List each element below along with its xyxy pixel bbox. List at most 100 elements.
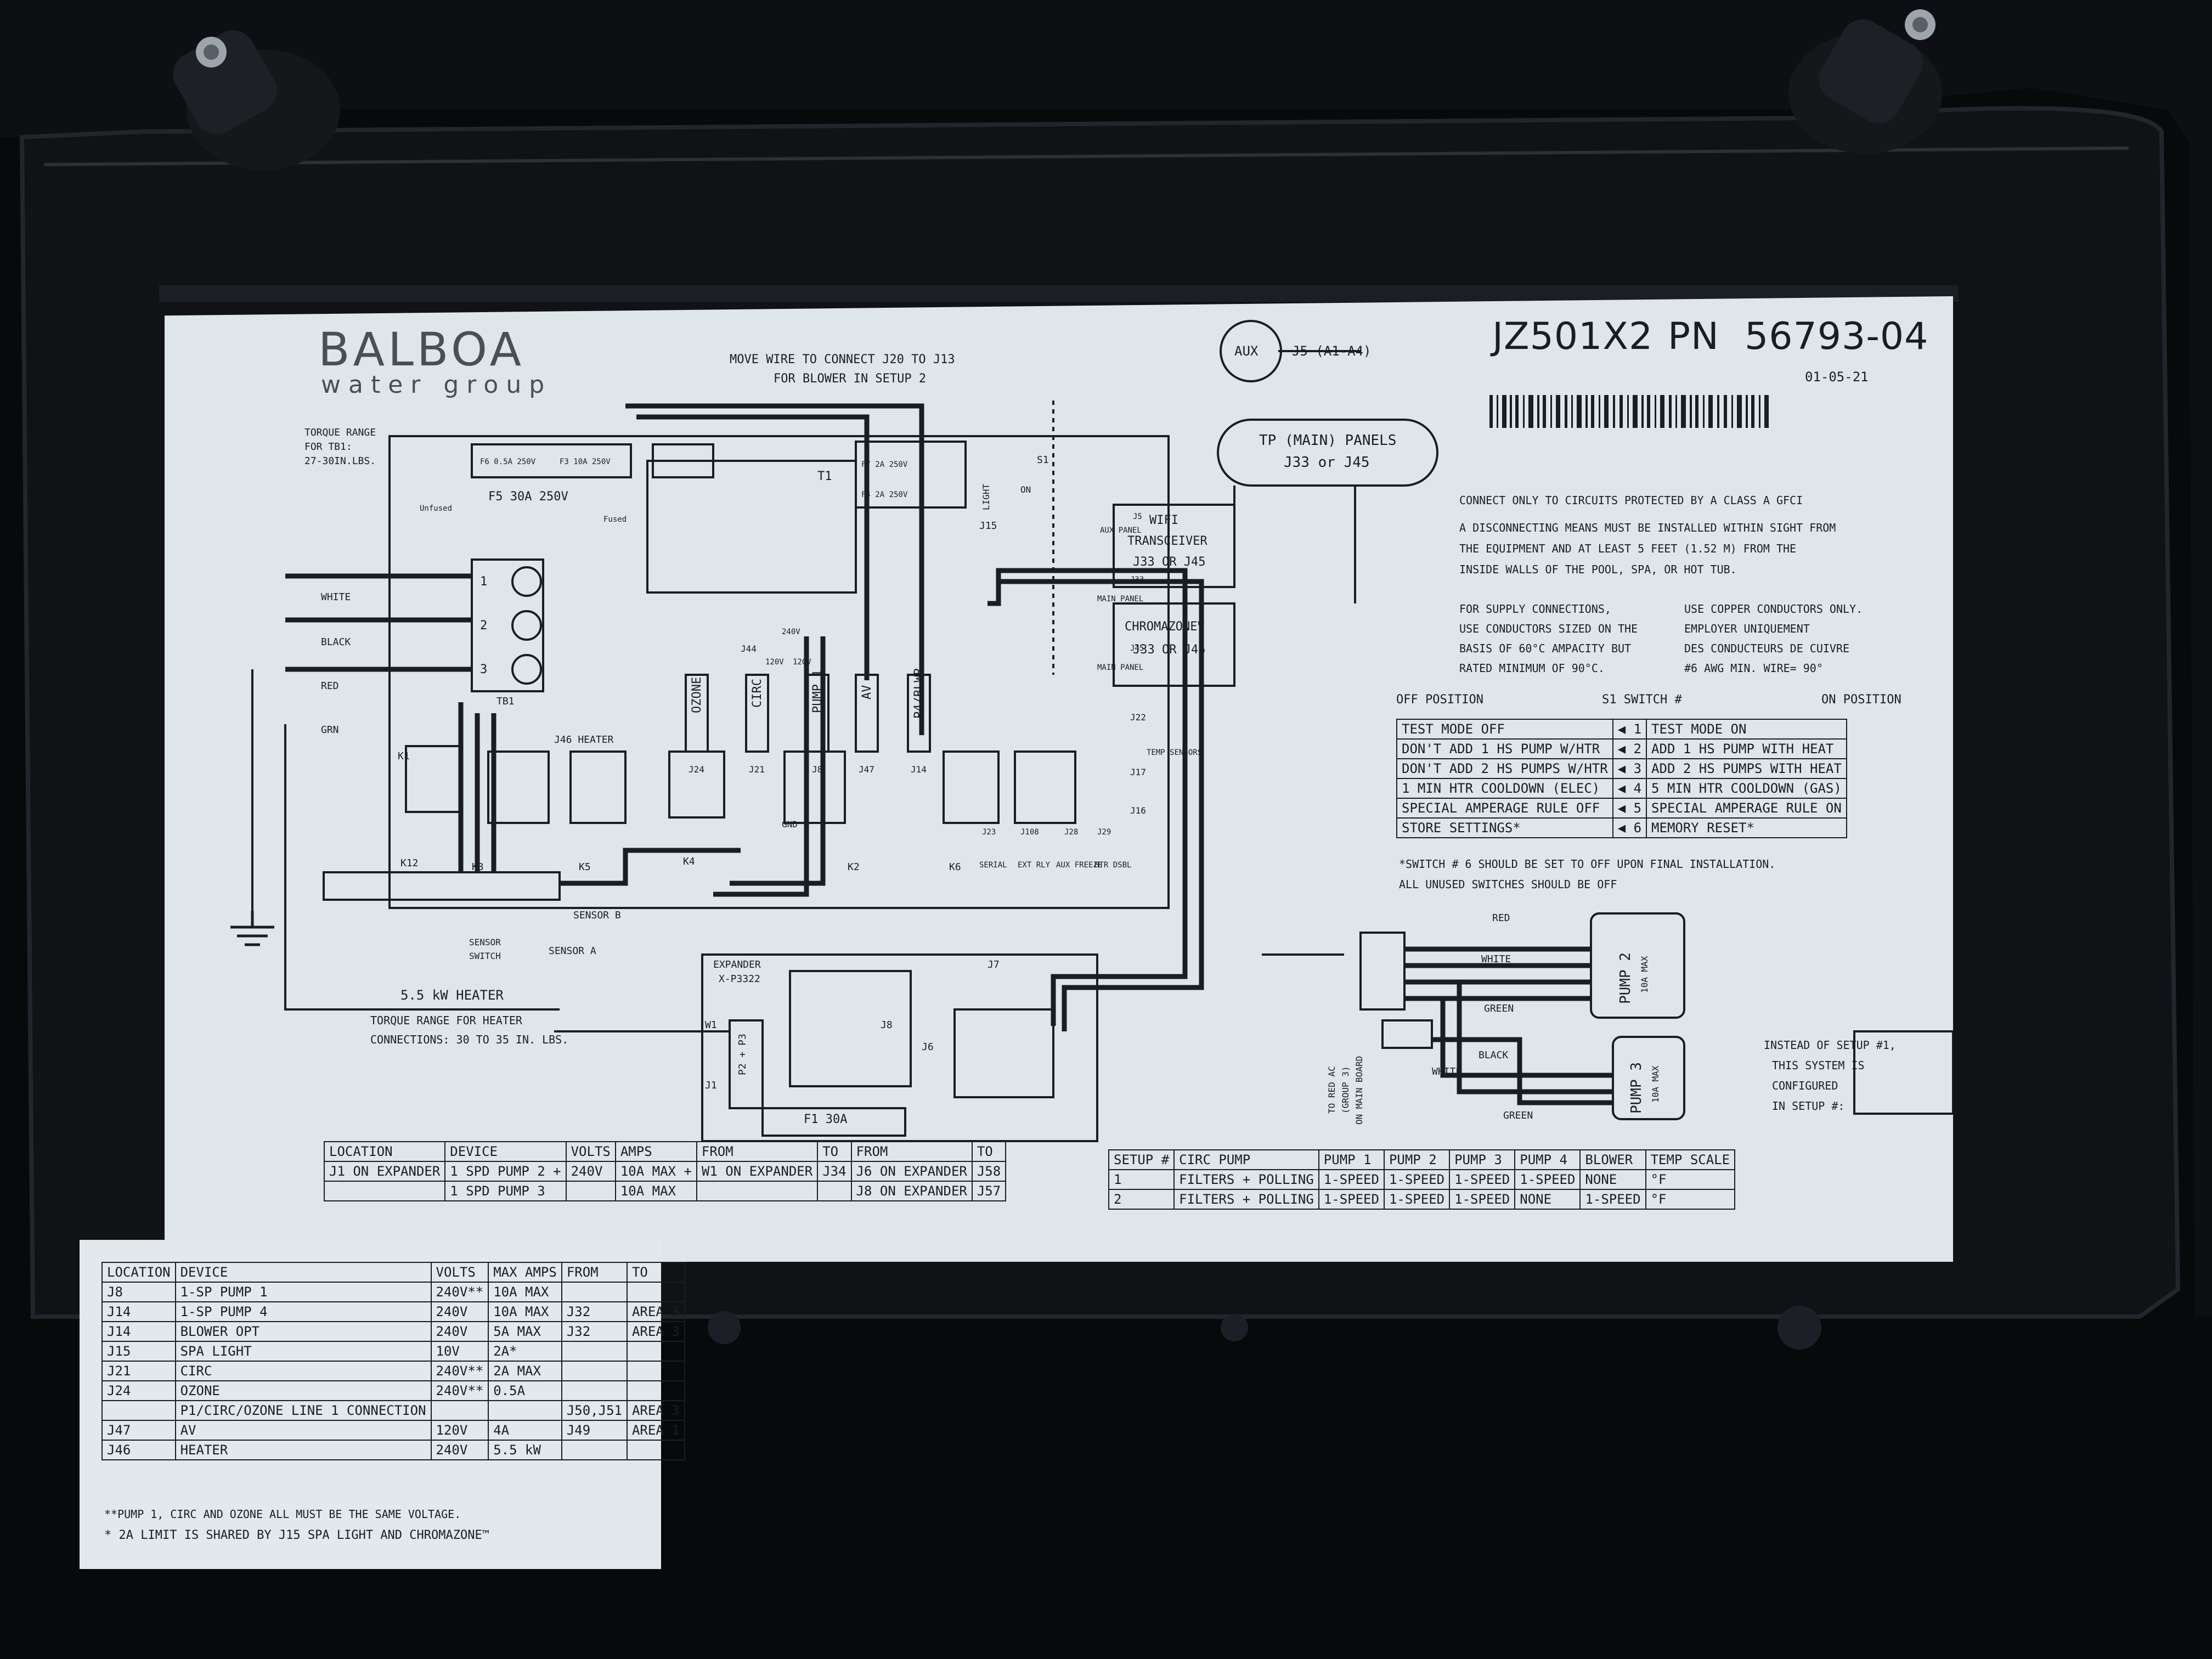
j17-label: J17	[1130, 767, 1146, 777]
jack-j108: J108	[1020, 828, 1039, 837]
relay-k12: K12	[400, 857, 419, 869]
jack-j21: J21	[749, 764, 765, 775]
setup-cell: 1-SPEED	[1383, 1169, 1451, 1190]
sensor-a-label: SENSOR A	[549, 945, 596, 957]
j22-label: J22	[1130, 712, 1146, 723]
right-hinge-bolt-icon	[1788, 9, 1942, 154]
switch-off-cell: SPECIAL AMPERAGE RULE OFF	[1396, 798, 1613, 819]
relay-k1: K1	[398, 751, 410, 762]
setup-header-cell: PUMP 1	[1318, 1149, 1385, 1170]
expander-fuse-f1: F1 30A	[804, 1113, 848, 1126]
device-cell	[561, 1380, 628, 1401]
device-cell: J50,J51	[561, 1400, 628, 1421]
setup-cell: 1	[1108, 1169, 1175, 1190]
expander-header-cell: FROM	[850, 1141, 973, 1162]
jack-j28: J28	[1064, 828, 1079, 837]
device-cell: J14	[101, 1301, 176, 1322]
fuse-f3: F3 10A 250V	[560, 458, 611, 466]
expander-j7: J7	[988, 959, 1000, 970]
aux-jack-label: J5 (A1-A4)	[1292, 343, 1372, 359]
setup-note-2: THIS SYSTEM IS	[1772, 1059, 1865, 1072]
wiring-schematic	[230, 320, 1953, 1142]
j15-label: J15	[979, 520, 997, 532]
switch-num-cell: ◀ 3	[1612, 758, 1647, 779]
expander-cell: J6 ON EXPANDER	[850, 1161, 973, 1182]
device-cell: AREA 3	[626, 1301, 685, 1322]
relay-k2: K2	[848, 861, 860, 873]
connector-p4-blwr: P4/BLWR	[912, 668, 926, 719]
device-cell: 5.5 kW	[488, 1440, 562, 1460]
device-header-cell: MAX AMPS	[488, 1262, 562, 1283]
device-cell: 1-SP PUMP 1	[174, 1282, 432, 1302]
disconnect-line2: THE EQUIPMENT AND AT LEAST 5 FEET (1.52 …	[1459, 542, 1797, 555]
left-hinge-bolt-icon	[173, 30, 340, 170]
torque-tb1-line2: FOR TB1:	[304, 441, 352, 453]
setup-cell: °F	[1645, 1169, 1736, 1190]
expander-j6: J6	[922, 1041, 934, 1053]
pump-side-note-3: ON MAIN BOARD	[1354, 1056, 1364, 1125]
device-cell	[561, 1341, 628, 1362]
setup-note-4: IN SETUP #:	[1772, 1099, 1845, 1113]
setup-cell: FILTERS + POLLING	[1173, 1189, 1319, 1210]
setup-cell: 1-SPEED	[1449, 1169, 1516, 1190]
expander-label: EXPANDER	[713, 959, 761, 970]
sensor-switch-label-1: SENSOR	[469, 937, 501, 947]
expander-j8: J8	[881, 1019, 893, 1031]
wiring-diagram-label: BALBOA water group JZ501X2 PN 56793-04 0…	[165, 296, 1953, 1262]
wire-red-label: RED	[321, 680, 339, 692]
j44-120v-a: 120V	[765, 658, 784, 667]
device-cell	[561, 1361, 628, 1381]
jack-j47: J47	[859, 764, 874, 775]
device-cell	[626, 1440, 685, 1460]
chromazone-line1: CHROMAZONE™	[1125, 620, 1205, 634]
device-cell: 240V**	[430, 1380, 489, 1401]
main-panel-label-1: MAIN PANEL	[1097, 595, 1144, 603]
setup-header-cell: BLOWER	[1579, 1149, 1646, 1170]
switch-num-cell: ◀ 2	[1612, 738, 1647, 759]
setup-header-cell: TEMP SCALE	[1645, 1149, 1736, 1170]
aux-panel-label: AUX PANEL	[1100, 526, 1142, 535]
sensor-b-label: SENSOR B	[573, 910, 621, 921]
device-cell	[561, 1440, 628, 1460]
j16-label: J16	[1130, 805, 1146, 816]
device-cell: J46	[101, 1440, 176, 1460]
unfused-label: Unfused	[420, 504, 453, 513]
device-cell: SPA LIGHT	[174, 1341, 432, 1362]
setup-cell: 1-SPEED	[1383, 1189, 1451, 1210]
j44-label: J44	[741, 644, 757, 654]
device-note-1: **PUMP 1, CIRC AND OZONE ALL MUST BE THE…	[104, 1508, 461, 1521]
device-header-cell: TO	[626, 1262, 685, 1283]
jack-j23: J23	[982, 828, 996, 837]
device-cell: AV	[174, 1420, 432, 1441]
expander-p2-p3: P2 + P3	[737, 1034, 748, 1075]
device-note-2: * 2A LIMIT IS SHARED BY J15 SPA LIGHT AN…	[104, 1528, 489, 1542]
device-cell: 240V	[430, 1321, 489, 1342]
device-header-cell: DEVICE	[174, 1262, 432, 1283]
fuse-f7: F7 2A 250V	[861, 460, 908, 469]
transformer-t1: T1	[817, 470, 832, 483]
supply-en-1: FOR SUPPLY CONNECTIONS,	[1459, 602, 1611, 616]
expander-header-cell: DEVICE	[444, 1141, 567, 1162]
expander-cell: J34	[817, 1161, 852, 1182]
setup-header-cell: CIRC PUMP	[1173, 1149, 1319, 1170]
switch-on-cell: SPECIAL AMPERAGE RULE ON	[1646, 798, 1847, 819]
connector-pump1: PUMP 1	[811, 669, 825, 713]
device-cell	[561, 1282, 628, 1302]
device-cell: 120V	[430, 1420, 489, 1441]
move-wire-note-2: FOR BLOWER IN SETUP 2	[774, 372, 927, 386]
aux-circle-label: AUX	[1234, 343, 1259, 359]
switch-off-cell: TEST MODE OFF	[1396, 719, 1613, 740]
switch-on-cell: ADD 1 HS PUMP WITH HEAT	[1646, 738, 1847, 759]
relay-k5: K5	[579, 861, 591, 873]
j5-label: J5	[1133, 512, 1142, 521]
fuse-f4: F4 2A 250V	[861, 490, 908, 499]
expander-cell: J57	[971, 1181, 1007, 1201]
